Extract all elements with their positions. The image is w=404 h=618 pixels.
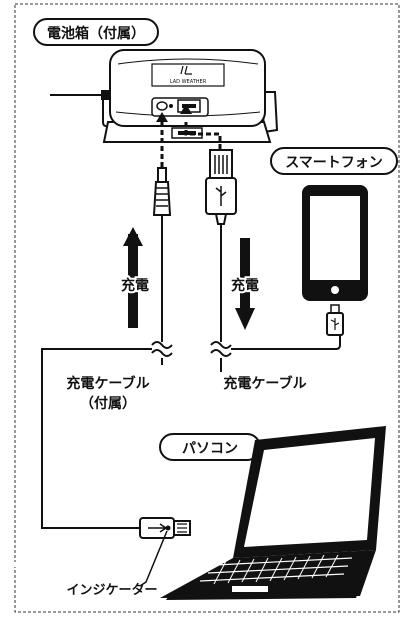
smartphone-label: スマートフォン bbox=[285, 155, 383, 171]
arrow-up-left-port bbox=[156, 112, 168, 122]
diagram-border bbox=[14, 3, 400, 613]
port-connection-lines bbox=[160, 122, 222, 168]
cable-label-left-line1: 充電ケーブル bbox=[66, 375, 149, 392]
charge-label-left: 充電 bbox=[121, 277, 149, 294]
battery-box-logo: LAD WEATHER bbox=[170, 79, 207, 85]
smartphone-label-pill bbox=[270, 147, 398, 175]
laptop-illustration bbox=[11, 426, 386, 600]
laptop-cable-route bbox=[41, 348, 152, 529]
usb-a-plug-illustration bbox=[205, 149, 237, 225]
battery-box-label: 電池箱（付属） bbox=[47, 25, 145, 42]
battery-box-label-pill bbox=[33, 18, 159, 46]
pc-label: パソコン bbox=[182, 441, 238, 457]
phone-cable-route bbox=[231, 336, 341, 350]
indicator-label: インジケーター bbox=[66, 583, 157, 598]
left-cable-break bbox=[151, 341, 173, 357]
cable-label-right: 充電ケーブル bbox=[223, 375, 306, 392]
charge-arrow-up bbox=[123, 227, 143, 328]
smartphone-illustration bbox=[302, 185, 368, 336]
dc-plug-illustration bbox=[152, 167, 172, 216]
arrow-up-right-port bbox=[180, 104, 192, 114]
charge-label-right: 充電 bbox=[231, 277, 259, 294]
right-cable-break bbox=[210, 341, 232, 357]
battery-box-illustration: LAD WEATHER bbox=[50, 49, 279, 143]
charge-arrow-down bbox=[235, 238, 255, 330]
cable-label-left-line2: （付属） bbox=[80, 395, 136, 412]
